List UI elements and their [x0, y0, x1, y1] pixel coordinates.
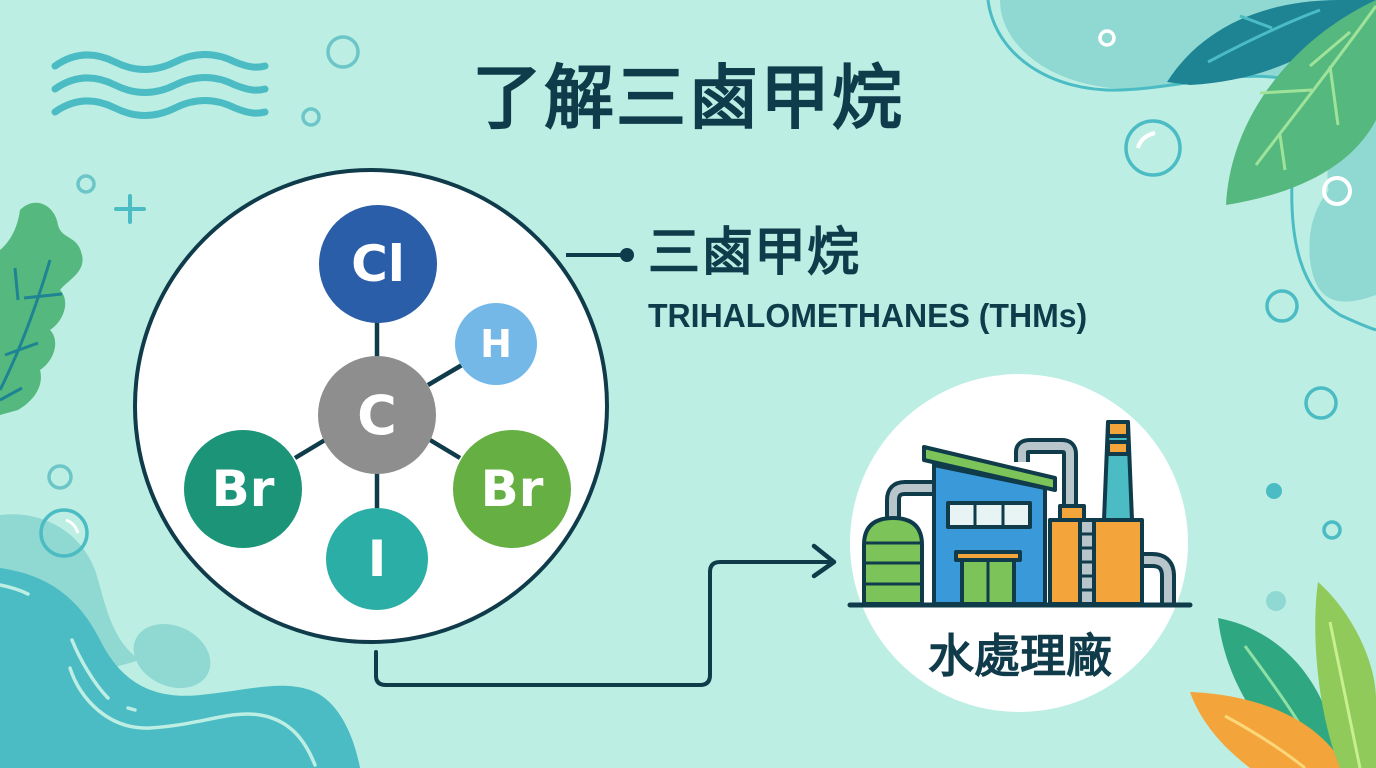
atom-symbol: Br: [211, 460, 275, 518]
bubble-icon: [1124, 119, 1182, 177]
bubble-icon: [1304, 386, 1338, 420]
dot-icon: [1266, 591, 1286, 611]
flow-arrow-line: [374, 560, 834, 687]
label-connector-dot: [620, 248, 634, 262]
atom-hydrogen: H: [455, 303, 537, 385]
leaf-green-icon: [1226, 0, 1376, 205]
leaf-lime-icon: [1315, 582, 1376, 768]
atom-bromine-right: Br: [453, 430, 571, 548]
page-title: 了解三鹵甲烷: [472, 57, 904, 139]
bubble-icon: [1322, 176, 1352, 206]
atom-bromine-left: Br: [184, 430, 302, 548]
bubble-icon: [301, 107, 321, 127]
oak-leaf-icon: [0, 202, 83, 415]
atom-symbol: Cl: [351, 235, 405, 293]
dot-icon: [1266, 483, 1282, 499]
arrow-head-icon: [811, 543, 837, 579]
bubble-icon: [326, 35, 360, 69]
top-right-blob: [1000, 0, 1376, 270]
bond-line: [426, 363, 464, 387]
bubble-icon: [1265, 289, 1299, 323]
bubble-icon: [39, 508, 89, 558]
bubble-icon: [76, 174, 96, 194]
atom-iodine: I: [326, 508, 428, 610]
molecule-name-zh: 三鹵甲烷: [648, 223, 861, 283]
plant-label: 水處理廠: [928, 629, 1112, 683]
atom-symbol: I: [367, 530, 387, 588]
bubble-icon: [1098, 29, 1116, 47]
bond-line: [293, 438, 327, 460]
bond-line: [428, 438, 462, 460]
molecule-name-en: TRIHALOMETHANES (THMs): [648, 297, 1088, 334]
atom-carbon: C: [318, 356, 436, 474]
atom-chlorine: Cl: [319, 205, 437, 323]
atom-symbol: Br: [480, 460, 544, 518]
leaf-orange-icon: [1190, 692, 1345, 768]
plus-icon: [114, 194, 146, 224]
bubble-icon: [47, 464, 73, 490]
waves-icon: [51, 51, 269, 119]
atom-symbol: H: [480, 322, 512, 366]
leaf-dark-icon: [1167, 0, 1376, 85]
right-blob-outline: [1290, 179, 1376, 332]
bubble-icon: [1322, 520, 1342, 540]
atom-symbol: C: [357, 383, 397, 447]
water-drop: [133, 623, 211, 689]
